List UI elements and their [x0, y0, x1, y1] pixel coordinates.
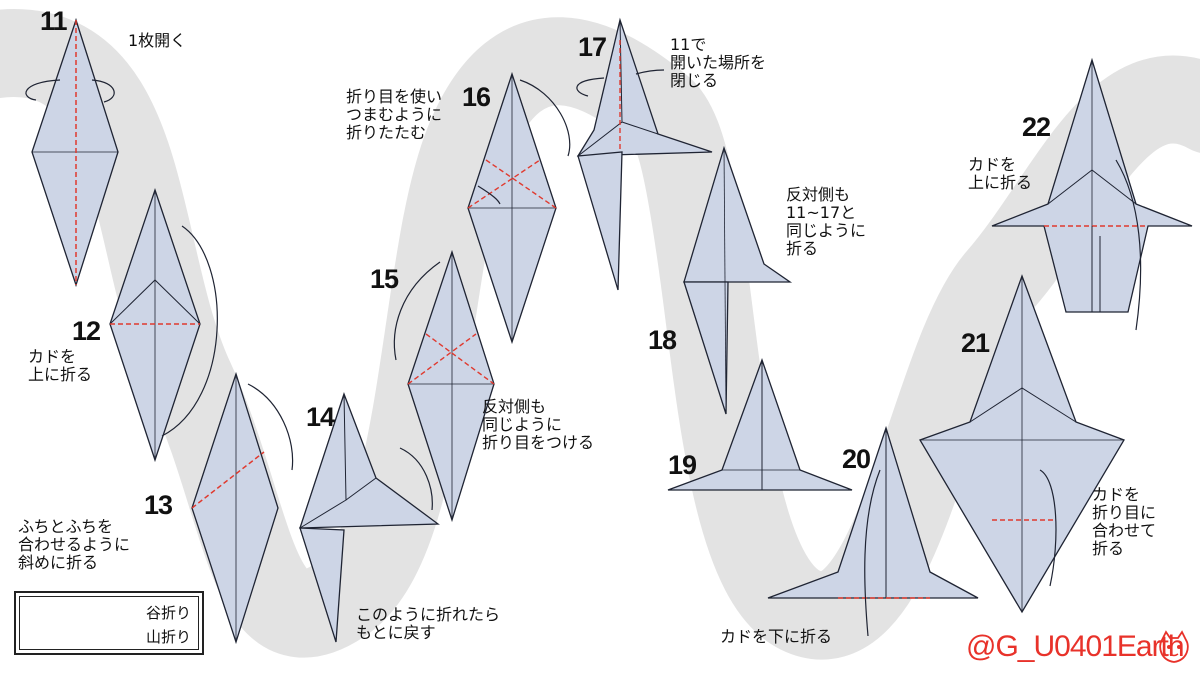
step-number-14: 14 [306, 402, 335, 432]
note-step-15: 反対側も 同じように 折り目をつける [482, 397, 595, 452]
step-number-17: 17 [578, 32, 607, 62]
figure-step-14 [299, 392, 440, 643]
legend-row-mountain: 山折り [32, 626, 197, 646]
note-step-14: このように折れたら もとに戻す [356, 605, 501, 642]
legend-mountain-label: 山折り [146, 628, 192, 646]
fold-legend: 谷折り 山折り [14, 591, 204, 655]
step-number-18: 18 [648, 325, 677, 355]
step-number-11: 11 [40, 6, 68, 36]
figure-step-16 [467, 71, 571, 345]
figure-step-12 [109, 187, 218, 463]
note-step-18: 反対側も 11~17と 同じように 折る [786, 185, 867, 258]
legend-valley-label: 谷折り [146, 604, 192, 622]
note-step-11: 1枚開く [128, 31, 187, 50]
cat-logo-icon [1159, 630, 1189, 663]
note-step-20: カドを下に折る [720, 627, 833, 646]
figure-step-13 [191, 371, 294, 645]
note-step-16: 折り目を使い つまむように 折りたたむ [346, 87, 443, 142]
step-number-22: 22 [1022, 112, 1051, 142]
note-step-17: 11で 開いた場所を 閉じる [670, 35, 767, 90]
figure-step-20 [767, 425, 979, 637]
author-credit: @G_U0401Earth [966, 630, 1185, 663]
step-number-15: 15 [370, 264, 399, 294]
figure-step-21 [919, 274, 1125, 614]
figure-step-22 [991, 57, 1193, 331]
step-number-13: 13 [144, 490, 173, 520]
step-number-12: 12 [72, 316, 101, 346]
figure-step-17 [576, 17, 713, 291]
note-step-21: カドを 折り目に 合わせて 折る [1092, 485, 1157, 558]
background-band [0, 9, 1200, 660]
legend-row-valley: 谷折り [32, 602, 197, 622]
note-step-22: カドを 上に折る [968, 155, 1033, 192]
figure-step-19 [667, 358, 853, 491]
figure-step-18 [683, 145, 793, 415]
note-step-13: ふちとふちを 合わせるように 斜めに折る [18, 517, 131, 572]
step-number-21: 21 [961, 328, 990, 358]
step-number-16: 16 [462, 82, 491, 112]
note-step-12: カドを 上に折る [28, 347, 93, 384]
step-number-19: 19 [668, 450, 697, 480]
step-number-20: 20 [842, 444, 871, 474]
figure-step-15 [393, 249, 495, 523]
figure-step-11 [25, 17, 119, 288]
